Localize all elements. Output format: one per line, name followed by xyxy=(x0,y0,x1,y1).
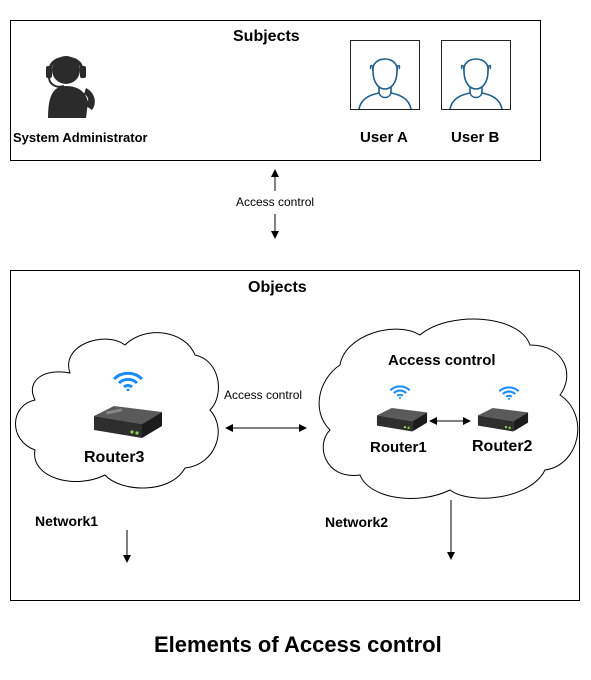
wifi-icon xyxy=(112,371,144,391)
diagram-caption: Elements of Access control xyxy=(154,632,442,657)
user-b-frame xyxy=(441,40,511,110)
objects-title: Objects xyxy=(248,279,307,296)
router-icon xyxy=(94,406,162,438)
user-a-label: User A xyxy=(360,129,408,146)
network1-label: Network1 xyxy=(35,513,99,529)
admin-label: System Administrator xyxy=(13,130,148,145)
wifi-icon xyxy=(498,386,520,400)
router2-label: Router2 xyxy=(472,438,533,455)
user-a-frame xyxy=(350,40,420,110)
user-icon xyxy=(358,58,412,110)
cloud-link-access-label: Access control xyxy=(224,388,303,402)
cloud2-title: Access control xyxy=(388,352,496,369)
subjects-objects-access-label: Access control xyxy=(236,195,315,209)
wifi-icon xyxy=(389,385,411,399)
network2-cloud xyxy=(318,318,579,499)
user-icon xyxy=(449,58,503,110)
router-icon xyxy=(376,407,428,432)
router1-label: Router1 xyxy=(370,439,427,456)
user-b-label: User B xyxy=(451,129,500,146)
subjects-title: Subjects xyxy=(233,28,300,45)
router3-label: Router3 xyxy=(84,449,145,466)
network2-label: Network2 xyxy=(325,514,389,530)
headset-admin-icon xyxy=(46,56,95,118)
router-icon xyxy=(477,407,529,432)
